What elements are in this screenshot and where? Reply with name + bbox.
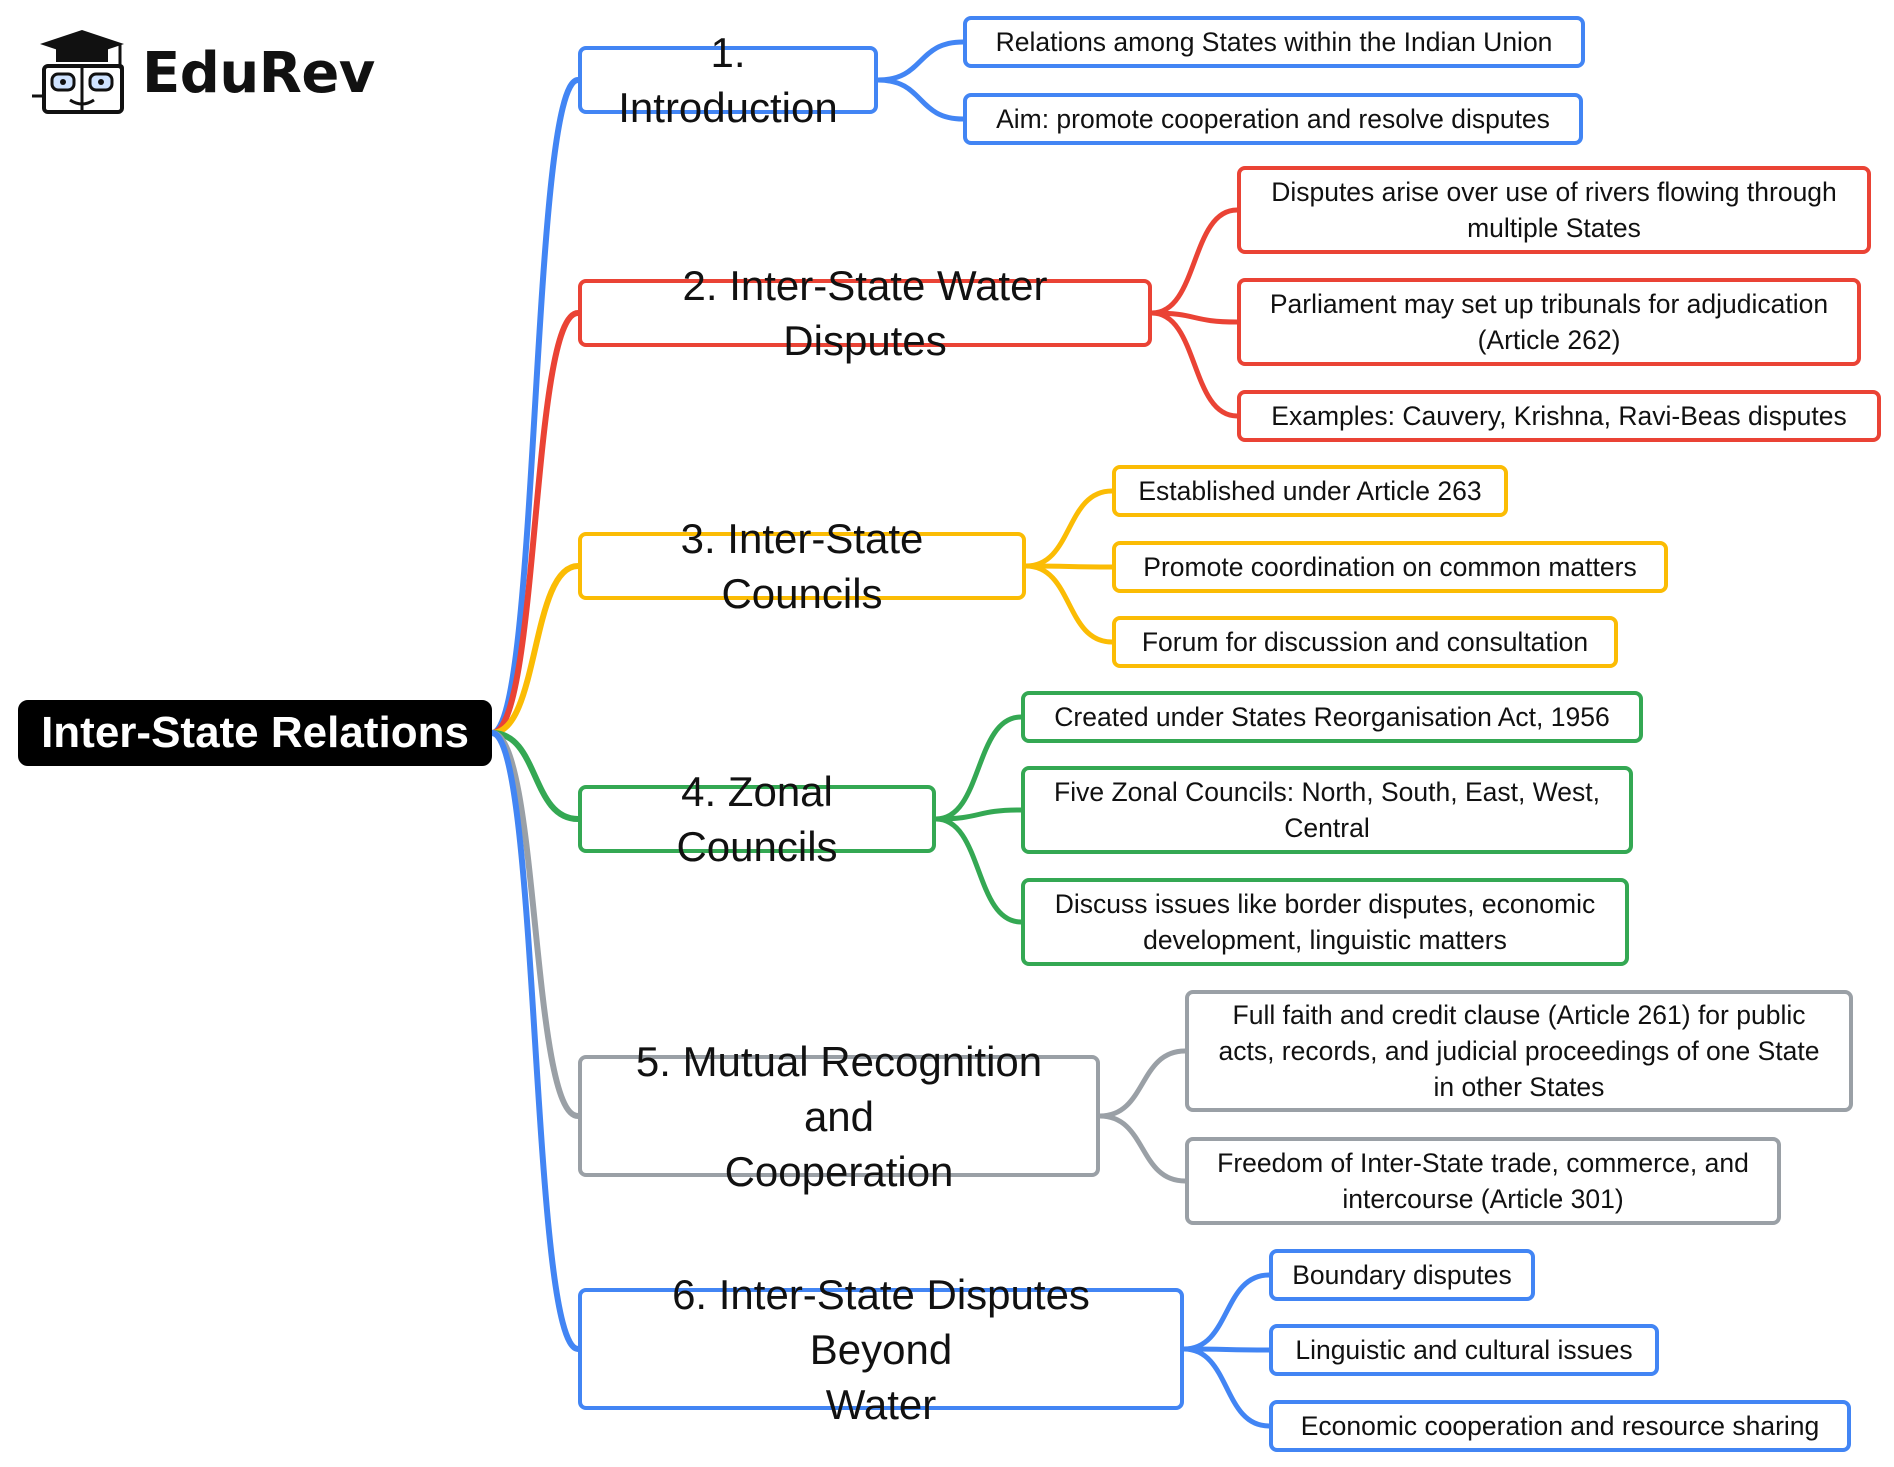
branch-mutual-recognition: 5. Mutual Recognition and Cooperation <box>578 1038 1100 1195</box>
root-to-branch-line <box>489 730 581 1119</box>
root-to-branch-line <box>489 563 581 736</box>
branch-water-disputes: 2. Inter-State Water Disputes <box>578 262 1152 364</box>
branch-to-leaf-line <box>1149 310 1240 325</box>
branch-to-leaf-line <box>875 77 966 122</box>
leaf-node: Created under States Reorganisation Act,… <box>1021 691 1643 743</box>
leaf-node: Parliament may set up tribunals for adju… <box>1237 278 1861 366</box>
branch-to-leaf-line <box>933 714 1024 822</box>
root-to-branch-line <box>489 77 581 736</box>
root-to-branch-line <box>489 310 581 736</box>
leaf-node: Boundary disputes <box>1269 1249 1535 1301</box>
leaf-node: Examples: Cauvery, Krishna, Ravi-Beas di… <box>1237 390 1881 442</box>
leaf-node: Forum for discussion and consultation <box>1112 616 1618 668</box>
brand-logo: EduRev <box>30 28 375 118</box>
branch-to-leaf-line <box>933 807 1024 822</box>
branch-to-leaf-line <box>1181 1346 1272 1429</box>
root-to-branch-line <box>489 730 581 822</box>
leaf-node: Linguistic and cultural issues <box>1269 1324 1659 1376</box>
branch-to-leaf-line <box>875 39 966 83</box>
branch-to-leaf-line <box>1149 310 1240 419</box>
graduation-cap-book-icon <box>32 30 124 114</box>
branch-to-leaf-line <box>1023 488 1115 569</box>
leaf-node: Aim: promote cooperation and resolve dis… <box>963 93 1583 145</box>
branch-disputes-beyond-water: 6. Inter-State Disputes Beyond Water <box>578 1271 1184 1428</box>
leaf-node: Established under Article 263 <box>1112 465 1508 517</box>
branch-to-leaf-line <box>1097 1048 1188 1119</box>
branch-inter-state-councils: 3. Inter-State Councils <box>578 515 1026 617</box>
branch-to-leaf-line <box>1181 1272 1272 1352</box>
branch-to-leaf-line <box>1023 563 1115 645</box>
brand-name: EduRev <box>142 40 375 106</box>
branch-zonal-councils: 4. Zonal Councils <box>578 768 936 870</box>
leaf-node: Discuss issues like border disputes, eco… <box>1021 878 1629 966</box>
leaf-node: Full faith and credit clause (Article 26… <box>1185 990 1853 1112</box>
branch-to-leaf-line <box>933 816 1024 925</box>
leaf-node: Freedom of Inter-State trade, commerce, … <box>1185 1137 1781 1225</box>
leaf-node: Disputes arise over use of rivers flowin… <box>1237 166 1871 254</box>
root-to-branch-line <box>489 730 581 1352</box>
leaf-node: Promote coordination on common matters <box>1112 541 1668 593</box>
branch-to-leaf-line <box>1149 207 1240 316</box>
leaf-node: Relations among States within the Indian… <box>963 16 1585 68</box>
branch-introduction: 1. Introduction <box>578 29 878 131</box>
branch-to-leaf-line <box>1097 1113 1188 1184</box>
root-node: Inter-State Relations <box>18 700 492 766</box>
leaf-node: Five Zonal Councils: North, South, East,… <box>1021 766 1633 854</box>
leaf-node: Economic cooperation and resource sharin… <box>1269 1400 1851 1452</box>
